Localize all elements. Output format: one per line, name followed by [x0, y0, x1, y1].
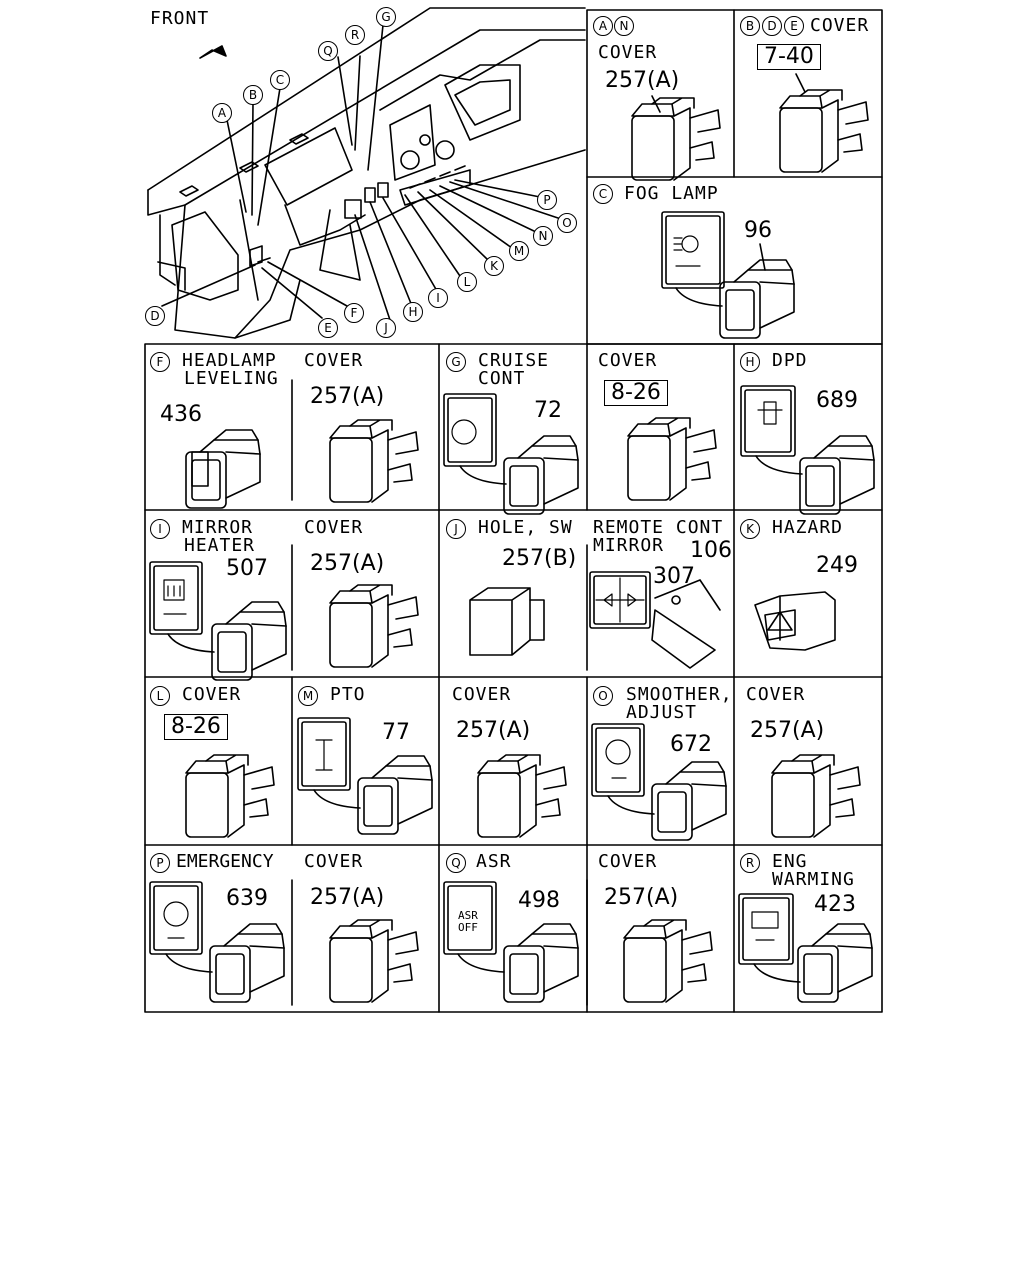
tag-o: O — [593, 686, 613, 706]
tag-p: P — [150, 853, 170, 873]
asr-icon-text-1: ASR — [458, 909, 478, 922]
panel-i-part: 507 — [226, 556, 268, 581]
panel-l-ref: 8-26 — [164, 714, 228, 740]
tag-n: N — [614, 16, 634, 36]
tag-c: C — [593, 184, 613, 204]
tag-a: A — [593, 16, 613, 36]
callout-b: B — [243, 85, 263, 105]
callout-d: D — [145, 306, 165, 326]
panel-r-part: 423 — [814, 892, 856, 917]
panel-q-cover-part: 257(A) — [604, 885, 679, 910]
panel-o-part: 672 — [670, 732, 712, 757]
panel-r-title-1: ENG — [772, 851, 808, 872]
panel-j-title: HOLE, SW — [478, 517, 573, 538]
panel-c-title: FOG LAMP — [624, 183, 719, 204]
panel-m-cover-part: 257(A) — [456, 718, 531, 743]
panel-p-cover-title: COVER — [304, 851, 364, 872]
panel-f-title-2: LEVELING — [184, 368, 279, 389]
callout-k: K — [484, 256, 504, 276]
panel-o-cover-title: COVER — [746, 684, 806, 705]
panel-g-part: 72 — [534, 398, 562, 423]
tag-g: G — [446, 352, 466, 372]
callout-n: N — [533, 226, 553, 246]
tag-l: L — [150, 686, 170, 706]
panel-g-cover-title: COVER — [598, 350, 658, 371]
callout-m: M — [509, 241, 529, 261]
tag-q: Q — [446, 853, 466, 873]
panel-i-cover-part: 257(A) — [310, 551, 385, 576]
asr-icon-text-2: OFF — [458, 921, 478, 934]
panel-f-cover-title: COVER — [304, 350, 364, 371]
callout-l: L — [457, 272, 477, 292]
front-label: FRONT — [150, 8, 210, 29]
callout-i: I — [428, 288, 448, 308]
panel-j-part: 257(B) — [502, 546, 577, 571]
panel-o-title-1: SMOOTHER, — [626, 684, 733, 705]
panel-h-title: DPD — [772, 350, 808, 371]
panel-o-title-2: ADJUST — [626, 702, 698, 723]
dashboard-sketch — [147, 7, 586, 339]
panel-k-title: HAZARD — [772, 517, 844, 538]
panel-bde-title: COVER — [810, 15, 870, 36]
callout-g: G — [376, 7, 396, 27]
panel-g-title-1: CRUISE — [478, 350, 550, 371]
panel-o-cover-part: 257(A) — [750, 718, 825, 743]
panel-p-cover-part: 257(A) — [310, 885, 385, 910]
panel-c-part: 96 — [744, 218, 772, 243]
tag-r: R — [740, 853, 760, 873]
tag-i: I — [150, 519, 170, 539]
panel-m-title: PTO — [330, 684, 366, 705]
panel-f-cover-part: 257(A) — [310, 384, 385, 409]
callout-r: R — [345, 25, 365, 45]
panel-f-part: 436 — [160, 402, 202, 427]
panel-rm-part-2: 307 — [653, 564, 695, 589]
panel-i-title-2: HEATER — [184, 535, 256, 556]
panel-i-title-1: MIRROR — [182, 517, 254, 538]
tag-b: B — [740, 16, 760, 36]
tag-k: K — [740, 519, 760, 539]
panel-i-cover-title: COVER — [304, 517, 364, 538]
callout-o: O — [557, 213, 577, 233]
tag-f: F — [150, 352, 170, 372]
tag-j: J — [446, 519, 466, 539]
panel-p-part: 639 — [226, 886, 268, 911]
panel-k-part: 249 — [816, 553, 858, 578]
panel-h-part: 689 — [816, 388, 858, 413]
callout-p: P — [537, 190, 557, 210]
callout-a: A — [212, 103, 232, 123]
callout-h: H — [403, 302, 423, 322]
callout-c: C — [270, 70, 290, 90]
callout-j: J — [376, 318, 396, 338]
tag-e: E — [784, 16, 804, 36]
panel-q-cover-title: COVER — [598, 851, 658, 872]
panel-r-title-2: WARMING — [772, 869, 855, 890]
panel-an-part: 257(A) — [605, 68, 680, 93]
callout-q: Q — [318, 41, 338, 61]
tag-d: D — [762, 16, 782, 36]
panel-rm-part-1: 106 — [690, 538, 732, 563]
panel-rm-title-2: MIRROR — [593, 535, 665, 556]
panel-bde-ref: 7-40 — [757, 44, 821, 70]
panel-q-part: 498 — [518, 888, 560, 913]
panel-q-title: ASR — [476, 851, 512, 872]
panel-m-part: 77 — [382, 720, 410, 745]
panel-m-cover-title: COVER — [452, 684, 512, 705]
callout-f: F — [344, 303, 364, 323]
panel-p-title: EMERGENCY — [176, 851, 274, 872]
panel-g-title-2: CONT — [478, 368, 526, 389]
tag-h: H — [740, 352, 760, 372]
callout-e: E — [318, 318, 338, 338]
panel-g-cover-ref: 8-26 — [604, 380, 668, 406]
tag-m: M — [298, 686, 318, 706]
panel-rm-title-1: REMOTE CONT — [593, 517, 724, 538]
panel-an-title: COVER — [598, 42, 658, 63]
panel-f-title-1: HEADLAMP — [182, 350, 277, 371]
panel-l-title: COVER — [182, 684, 242, 705]
